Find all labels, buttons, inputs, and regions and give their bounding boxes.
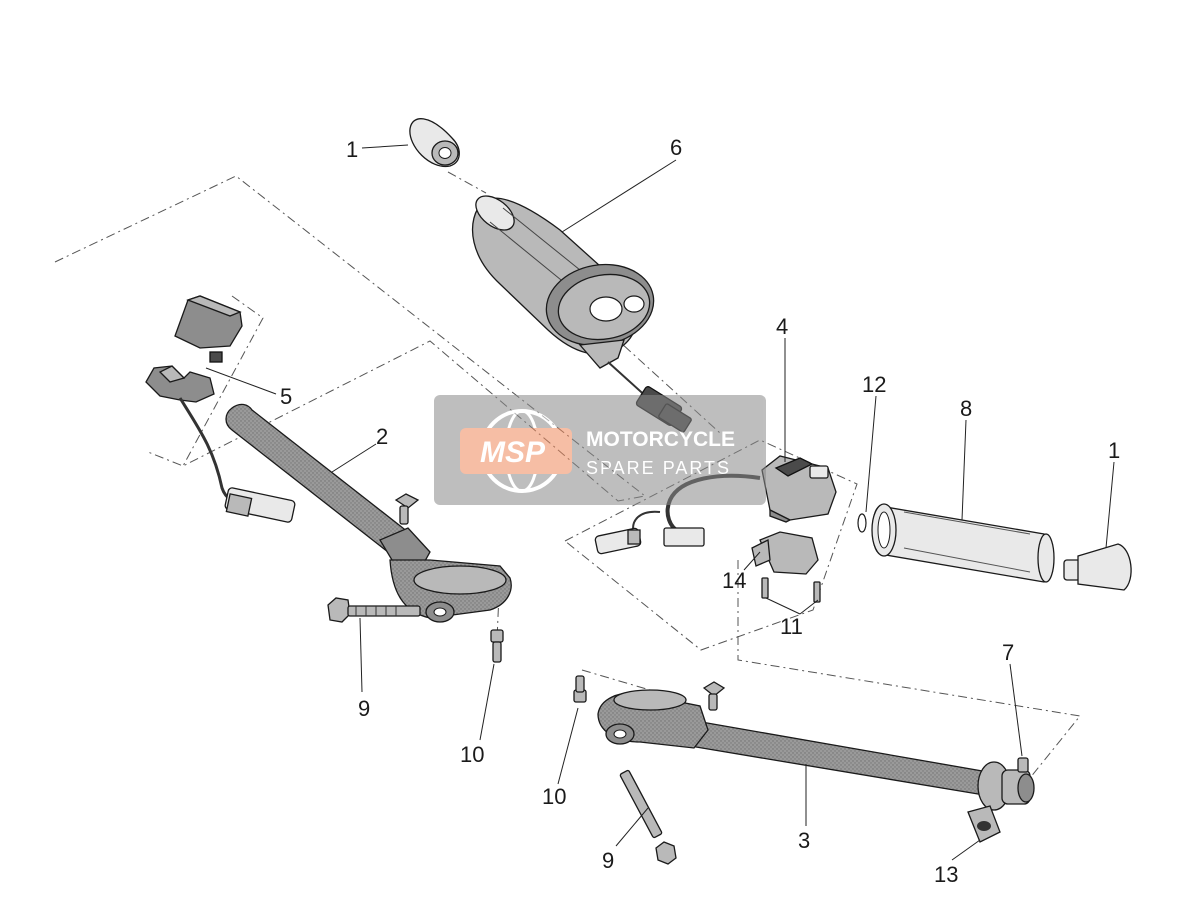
leader-lines xyxy=(205,144,1115,861)
bar-end-weight-right xyxy=(1063,543,1132,591)
callout-9-lower: 9 xyxy=(602,848,614,873)
callout-4: 4 xyxy=(776,314,788,339)
grip-end-axis xyxy=(447,171,487,194)
callout-13: 13 xyxy=(934,862,958,887)
callout-10-left: 10 xyxy=(460,742,484,767)
callout-14: 14 xyxy=(722,568,746,593)
callout-9-left: 9 xyxy=(358,696,370,721)
callout-7: 7 xyxy=(1002,640,1014,665)
callout-1-top: 1 xyxy=(346,137,358,162)
watermark-line1: MOTORCYCLE xyxy=(586,428,735,451)
right-clip-screws xyxy=(573,675,726,865)
callout-labels: 1 6 5 2 4 12 8 1 14 11 9 10 7 10 3 9 13 xyxy=(280,135,1120,887)
left-switch-assembly xyxy=(145,295,296,523)
callout-3: 3 xyxy=(798,828,810,853)
left-clip-on-handlebar xyxy=(225,403,512,623)
left-hand-grip xyxy=(871,503,1055,583)
bar-end-weight-top xyxy=(409,118,460,167)
msp-watermark: MSP MOTORCYCLE SPARE PARTS xyxy=(434,395,766,505)
watermark-logo-box xyxy=(460,428,572,474)
small-screw xyxy=(1017,757,1029,773)
left-switch-inner-outline xyxy=(182,295,264,467)
callout-12: 12 xyxy=(862,372,886,397)
o-ring xyxy=(857,513,867,533)
callout-8: 8 xyxy=(960,396,972,421)
grip-wire-axis xyxy=(609,332,721,434)
callout-6: 6 xyxy=(670,135,682,160)
watermark-line2: SPARE PARTS xyxy=(586,458,731,478)
switch-mount-clip-and-screws xyxy=(751,538,821,603)
watermark-band xyxy=(434,395,766,505)
callout-1-right: 1 xyxy=(1108,438,1120,463)
watermark-logo-text: MSP xyxy=(480,436,546,469)
left-clip-screws xyxy=(394,493,504,663)
right-switch-housing xyxy=(594,455,837,575)
right-clip-on-handlebar xyxy=(597,689,998,797)
callout-2: 2 xyxy=(376,424,388,449)
right-lever-group-outline xyxy=(737,560,1081,779)
throttle-housing xyxy=(967,761,1035,843)
left-screw-axis xyxy=(496,569,501,641)
callout-10-lower: 10 xyxy=(542,784,566,809)
left-clamp-bolt xyxy=(327,597,421,623)
callout-5: 5 xyxy=(280,384,292,409)
callout-11: 11 xyxy=(780,614,803,639)
